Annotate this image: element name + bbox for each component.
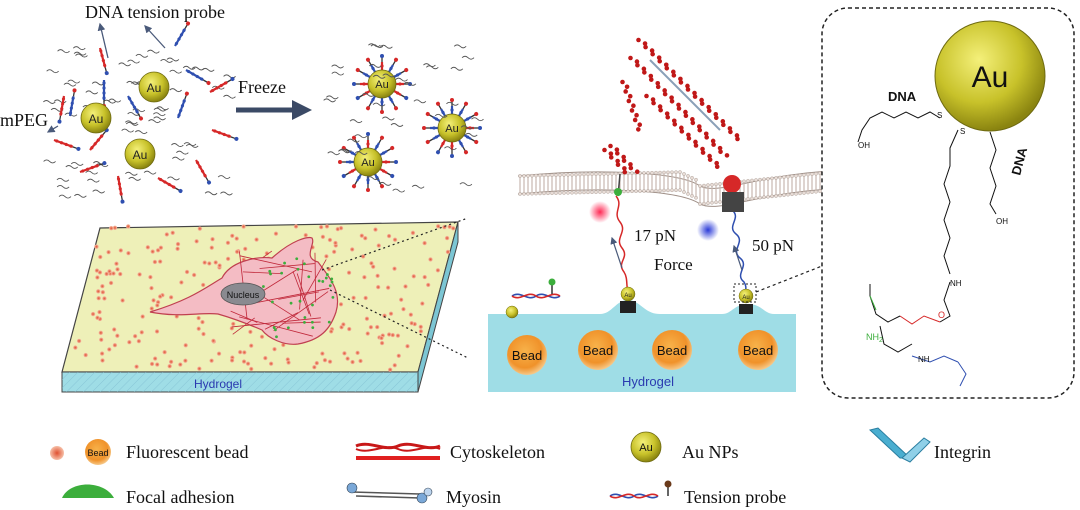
probe-strand — [211, 128, 239, 141]
svg-text:Bead: Bead — [657, 343, 687, 358]
legend-focal-adhesion: Focal adhesion — [62, 484, 234, 507]
dna-label-right: DNA — [1008, 145, 1030, 177]
probe-strand — [174, 21, 190, 47]
bead-2: Bead — [578, 330, 618, 370]
svg-text:Au: Au — [639, 442, 652, 454]
svg-text:Au: Au — [972, 61, 1009, 94]
svg-text:Bead: Bead — [583, 343, 613, 358]
legend-tension-probe: Tension probe — [609, 480, 786, 507]
force-label: Force — [654, 255, 693, 274]
au-nanoparticle-large: Au — [934, 20, 1046, 132]
linker-structure — [857, 111, 997, 387]
probe-strand — [98, 47, 109, 76]
free-tension-probe — [505, 278, 561, 319]
svg-text:Au NPs: Au NPs — [682, 442, 739, 462]
bead-1: Bead — [507, 335, 547, 375]
svg-text:Au: Au — [445, 123, 458, 135]
svg-text:Au: Au — [742, 295, 749, 301]
svg-text:Au: Au — [361, 157, 374, 169]
s-label-1: S — [937, 111, 942, 120]
probe-17pn: Au — [589, 173, 636, 313]
legend-integrin: Integrin — [868, 427, 991, 463]
bead-3: Bead — [652, 330, 692, 370]
s-label-2: S — [960, 127, 965, 136]
cell: Nucleus — [149, 236, 339, 345]
probe-strand — [68, 88, 77, 117]
nucleus — [220, 282, 266, 306]
svg-text:Integrin: Integrin — [934, 442, 991, 462]
svg-text:Bead: Bead — [87, 448, 108, 458]
probe-strand — [209, 77, 235, 93]
nucleus-label: Nucleus — [227, 290, 260, 300]
dna-label-left: DNA — [888, 89, 917, 104]
mpeg-label: mPEG — [0, 110, 48, 130]
hydrogel-bulk — [488, 300, 796, 392]
au-np-conjugate: Au — [437, 113, 467, 143]
svg-text:Au: Au — [89, 112, 104, 126]
oh-label-2: OH — [996, 217, 1008, 226]
probe-strand — [185, 69, 211, 85]
probe-strand — [176, 91, 189, 119]
force-17-label: 17 pN — [634, 226, 676, 245]
force-50-label: 50 pN — [752, 236, 794, 255]
svg-text:Focal adhesion: Focal adhesion — [126, 487, 234, 507]
probe-strand — [157, 177, 183, 193]
au-np-conjugate: Au — [353, 147, 383, 177]
legend-myosin: Myosin — [346, 482, 501, 507]
focal-adhesion-left — [620, 301, 636, 313]
bead-4: Bead — [738, 330, 778, 370]
legend-fluorescent-bead: Bead Fluorescent bead — [50, 439, 248, 465]
legend-au-nps: Au Au NPs — [630, 431, 739, 463]
svg-text:Myosin: Myosin — [446, 487, 501, 507]
au-np-conjugate: Au — [367, 69, 397, 99]
svg-text:Cytoskeleton: Cytoskeleton — [450, 442, 545, 462]
svg-text:Au: Au — [133, 148, 148, 162]
probe-strand — [53, 138, 81, 151]
o-label-red: O — [938, 310, 945, 320]
svg-text:Tension probe: Tension probe — [684, 487, 786, 507]
svg-text:Bead: Bead — [743, 343, 773, 358]
oh-label-1: OH — [858, 141, 870, 150]
nh-label-1: NH — [950, 279, 962, 288]
hydrogel-slab: Nucleus Hydrogel — [61, 217, 469, 393]
probe-strand — [57, 95, 66, 124]
probe-strand — [116, 175, 125, 204]
au-np-3: Au — [124, 138, 156, 170]
dna-tension-probe-label: DNA tension probe — [85, 2, 225, 22]
mixture-scatter — [43, 21, 239, 204]
svg-text:Bead: Bead — [512, 348, 542, 363]
probe-strand — [127, 95, 143, 121]
nh2-label: NH2 — [866, 332, 883, 344]
probe-strand — [79, 161, 107, 174]
nh-label-2: NH — [918, 355, 930, 364]
svg-text:Au: Au — [147, 81, 162, 95]
cell-membrane — [517, 168, 853, 207]
hydrogel-label-center: Hydrogel — [622, 374, 674, 389]
svg-text:Au: Au — [375, 79, 388, 91]
cytoskeleton-filaments — [602, 37, 740, 175]
svg-text:Fluorescent bead: Fluorescent bead — [126, 442, 248, 462]
freeze-step: Freeze — [236, 77, 312, 120]
freeze-label: Freeze — [238, 77, 286, 97]
probe-strand — [89, 128, 109, 151]
hydrogel-label-slab: Hydrogel — [194, 377, 242, 391]
probe-50pn: Au — [697, 175, 757, 314]
mechanics-panel: Hydrogel Bead Bead Bead Bead — [488, 37, 853, 392]
au-np-1: Au — [80, 102, 112, 134]
probe-strand — [195, 159, 211, 185]
au-np-2: Au — [138, 71, 170, 103]
svg-text:Au: Au — [624, 293, 631, 299]
legend-cytoskeleton: Cytoskeleton — [355, 442, 545, 462]
mixture-panel: DNA tension probe mPEG Au Au Au — [0, 2, 239, 204]
chemistry-inset: Au DNA DNA NH2 NH NH O S S OH OH — [821, 7, 1075, 399]
legend: Bead Fluorescent bead Cytoskeleton Au Au… — [50, 427, 991, 507]
